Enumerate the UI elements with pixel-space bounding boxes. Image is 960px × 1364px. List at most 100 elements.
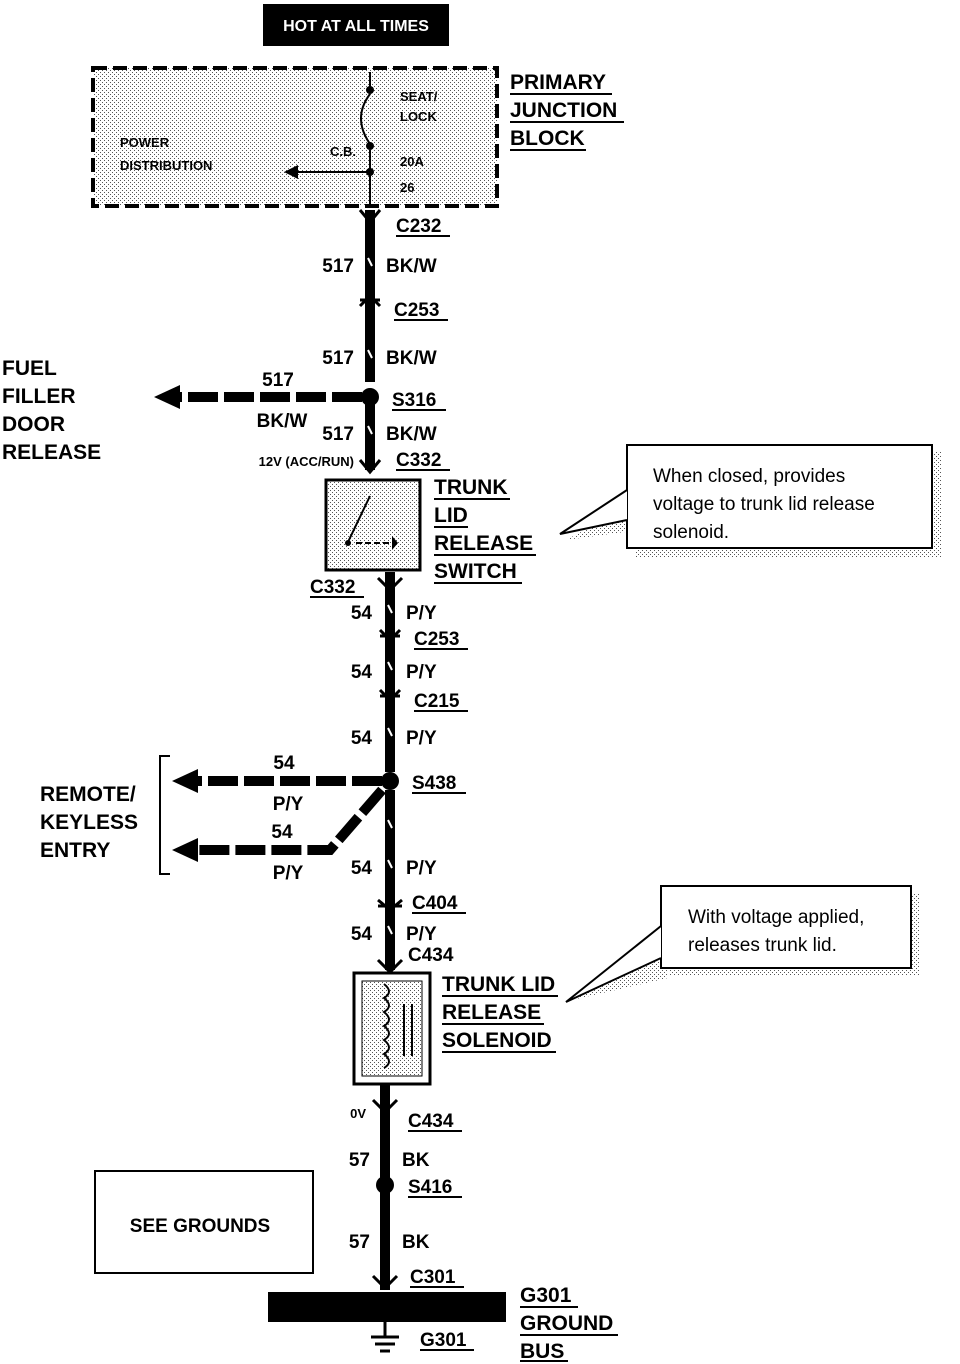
connector-c434b: C434 xyxy=(408,1111,454,1132)
connector-c301: C301 xyxy=(410,1267,456,1288)
junction-block-title-2: JUNCTION xyxy=(510,99,617,122)
solenoid-label-2: RELEASE xyxy=(442,1001,541,1024)
remote-keyless-label-1: REMOTE/ xyxy=(40,783,136,806)
cb-top-terminal xyxy=(366,86,374,94)
voltage-0v-label: 0V xyxy=(350,1106,366,1121)
connector-c253b: C253 xyxy=(414,629,459,650)
callout-switch-tail xyxy=(559,489,628,535)
see-grounds-box xyxy=(94,1170,314,1274)
fuel-filler-label-2: FILLER xyxy=(2,385,76,408)
connector-c404: C404 xyxy=(412,893,458,914)
color-py-a: P/Y xyxy=(406,603,437,624)
connector-c253a-icon xyxy=(358,293,382,308)
solenoid-label-3: SOLENOID xyxy=(442,1029,552,1052)
junction-block-box xyxy=(91,66,499,208)
circuit-breaker-icon xyxy=(360,93,371,145)
trunk-switch-label-1: TRUNK xyxy=(434,476,508,499)
callout-solenoid-line-1: With voltage applied, xyxy=(688,907,864,928)
power-distribution-label-1: POWER xyxy=(120,135,170,150)
wire-stripe-marks xyxy=(367,257,393,935)
connector-c332a-icon xyxy=(358,459,382,475)
power-distribution-label-2: DISTRIBUTION xyxy=(120,158,212,173)
header-text: HOT AT ALL TIMES xyxy=(283,18,429,35)
color-py-branch-lower: P/Y xyxy=(273,863,304,884)
circuit-517-c: 517 xyxy=(322,424,354,445)
circuit-54-b: 54 xyxy=(351,662,373,683)
fuse-rating-label: 20A xyxy=(400,154,424,169)
ground-bus-label-1: G301 xyxy=(520,1284,572,1307)
fuel-filler-label-3: DOOR xyxy=(2,413,65,436)
fuse-label-1: SEAT/ xyxy=(400,89,438,104)
fuel-filler-label-4: RELEASE xyxy=(2,441,101,464)
solenoid-inner xyxy=(361,980,423,1077)
callout-solenoid-box xyxy=(660,885,912,969)
junction-block-title-3: BLOCK xyxy=(510,127,585,150)
color-py-d: P/Y xyxy=(406,858,437,879)
connector-c434b-icon xyxy=(371,1098,399,1115)
splice-s316: S316 xyxy=(392,390,436,411)
fuel-filler-label-1: FUEL xyxy=(2,357,57,380)
circuit-517-branch: 517 xyxy=(262,370,294,391)
cb-bottom-terminal xyxy=(366,142,374,150)
color-bkw-a: BK/W xyxy=(386,256,437,277)
connector-c215: C215 xyxy=(414,691,460,712)
see-grounds-label: SEE GROUNDS xyxy=(130,1216,270,1237)
color-py-branch-upper: P/Y xyxy=(273,794,304,815)
switch-pivot xyxy=(345,540,351,546)
connector-c332b: C332 xyxy=(310,577,355,598)
connector-c332a: C332 xyxy=(396,450,441,471)
remote-keyless-bracket xyxy=(159,755,170,875)
circuit-breaker-label: C.B. xyxy=(330,144,356,159)
solenoid-coil-icon xyxy=(382,983,390,1069)
circuit-57-a: 57 xyxy=(349,1150,370,1171)
circuit-54-e: 54 xyxy=(351,924,373,945)
circuit-54-d: 54 xyxy=(351,858,373,879)
circuit-54-c: 54 xyxy=(351,728,373,749)
connector-c301-icon xyxy=(371,1274,399,1291)
circuit-54-branch-upper: 54 xyxy=(273,753,295,774)
callout-switch-line-1: When closed, provides xyxy=(653,466,845,487)
fuse-number-label: 26 xyxy=(400,180,414,195)
remote-keyless-arrow-upper-icon xyxy=(172,769,198,793)
remote-keyless-arrow-lower-icon xyxy=(172,838,198,862)
callout-solenoid-tail xyxy=(565,925,662,1003)
color-bkw-b: BK/W xyxy=(386,348,437,369)
circuit-54-branch-lower: 54 xyxy=(271,822,293,843)
splice-s316-dot xyxy=(361,388,379,406)
splice-s438: S438 xyxy=(412,773,456,794)
trunk-switch-label-2: LID xyxy=(434,504,468,527)
splice-s416-dot xyxy=(376,1176,394,1194)
color-py-b: P/Y xyxy=(406,662,437,683)
fuel-filler-arrow-icon xyxy=(154,385,180,409)
trunk-switch-label-4: SWITCH xyxy=(434,560,517,583)
fuse-label-2: LOCK xyxy=(400,109,437,124)
connector-c253a: C253 xyxy=(394,300,439,321)
solenoid-label-1: TRUNK LID xyxy=(442,973,555,996)
connector-c232-icon xyxy=(358,209,382,225)
switch-lever-icon xyxy=(347,495,371,543)
ground-icon xyxy=(371,1335,399,1353)
callout-switch-box xyxy=(626,444,933,549)
remote-keyless-label-2: KEYLESS xyxy=(40,811,138,834)
switch-contact-arrow-icon xyxy=(392,536,398,550)
color-bk-b: BK xyxy=(402,1232,430,1253)
callout-switch-line-3: solenoid. xyxy=(653,522,729,543)
circuit-517-b: 517 xyxy=(322,348,354,369)
ground-bus-label-3: BUS xyxy=(520,1340,564,1363)
color-bk-a: BK xyxy=(402,1150,430,1171)
remote-keyless-label-3: ENTRY xyxy=(40,839,110,862)
ground-g301: G301 xyxy=(420,1330,467,1351)
trunk-lid-switch-box xyxy=(324,478,422,572)
connector-c232: C232 xyxy=(396,216,441,237)
callout-switch-line-2: voltage to trunk lid release xyxy=(653,494,875,515)
circuit-517-a: 517 xyxy=(322,256,354,277)
junction-block-title-1: PRIMARY xyxy=(510,71,606,94)
color-bkw-branch: BK/W xyxy=(257,411,308,432)
callout-solenoid-line-2: releases trunk lid. xyxy=(688,935,837,956)
color-py-c: P/Y xyxy=(406,728,437,749)
power-distribution-arrow-icon xyxy=(284,165,298,179)
connector-c215-icon xyxy=(378,688,402,703)
header-banner xyxy=(263,4,449,46)
connector-c253b-icon xyxy=(378,628,402,643)
